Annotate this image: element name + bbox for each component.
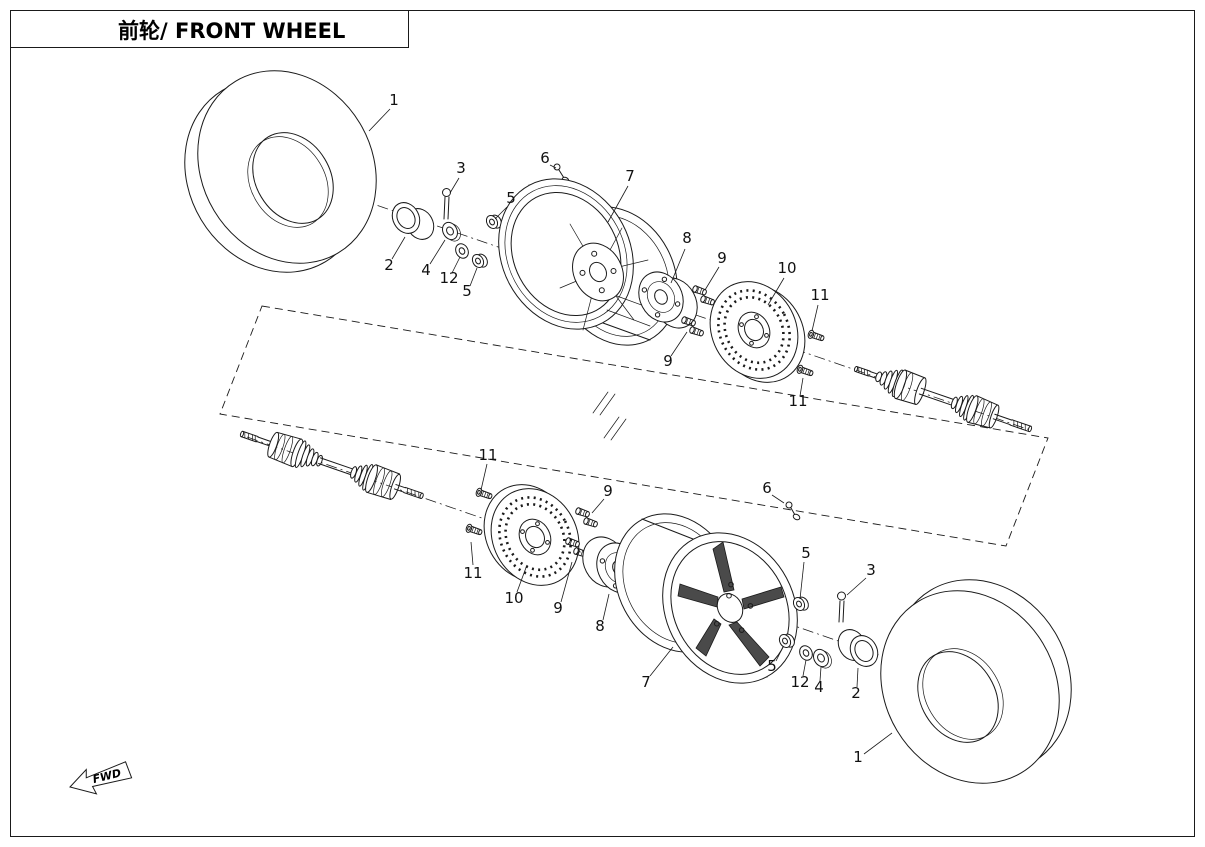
svg-text:4: 4: [421, 261, 431, 279]
wheel-hub-top: [638, 271, 698, 329]
hub-cap-bottom: [837, 629, 879, 667]
svg-text:12: 12: [439, 269, 458, 287]
svg-text:11: 11: [463, 564, 482, 582]
washer-12-bottom: [799, 645, 813, 661]
tire-bottom: [880, 579, 1072, 784]
callout-8-top: 8: [670, 229, 692, 284]
callout-4-top: 4: [421, 239, 446, 279]
callout-7-bottom: 7: [641, 646, 674, 691]
callout-1-bottom: 1: [853, 732, 893, 766]
callouts-bottom: 11 11 10 9 9 8 7 6: [463, 446, 893, 766]
valve-bottom: [785, 501, 801, 521]
callout-8-bottom: 8: [595, 593, 610, 635]
wheel-rim-bottom: [614, 513, 798, 684]
callout-10-bottom: 10: [504, 564, 528, 607]
callout-11b-bottom: 11: [463, 541, 483, 582]
cotter-pin-top: [442, 188, 451, 220]
callout-12-bottom: 12: [790, 659, 810, 691]
svg-text:8: 8: [682, 229, 692, 247]
callout-9a-top: 9: [704, 249, 727, 291]
page-border: [10, 10, 1195, 837]
callout-9b-top: 9: [663, 331, 688, 370]
callout-5a-bottom: 5: [799, 544, 811, 600]
svg-text:2: 2: [851, 684, 861, 702]
washer-4-bottom: [813, 648, 832, 669]
svg-text:10: 10: [777, 259, 796, 277]
callout-5b-top: 5: [462, 267, 478, 300]
svg-text:11: 11: [478, 446, 497, 464]
svg-text:9: 9: [663, 352, 673, 370]
svg-text:5: 5: [462, 282, 472, 300]
callout-4-bottom: 4: [814, 666, 824, 696]
wheel-rim-top: [498, 178, 678, 346]
callout-2-top: 2: [384, 236, 406, 274]
svg-text:3: 3: [866, 561, 876, 579]
svg-text:1: 1: [853, 748, 863, 766]
callout-5a-top: 5: [494, 189, 516, 220]
svg-text:9: 9: [717, 249, 727, 267]
callout-2-bottom: 2: [851, 667, 861, 702]
washer-12-top: [455, 243, 469, 259]
callout-3-bottom: 3: [846, 561, 876, 596]
callout-10-top: 10: [767, 259, 797, 306]
svg-text:10: 10: [504, 589, 523, 607]
svg-text:1: 1: [389, 91, 399, 109]
svg-text:2: 2: [384, 256, 394, 274]
tire-top: [184, 70, 377, 273]
svg-text:5: 5: [801, 544, 811, 562]
page-title: 前轮/ FRONT WHEEL: [118, 19, 345, 43]
svg-text:3: 3: [456, 159, 466, 177]
callout-6-top: 6: [540, 149, 557, 169]
svg-text:11: 11: [788, 392, 807, 410]
axle-shaft-bottom: [239, 430, 424, 501]
svg-text:12: 12: [790, 673, 809, 691]
callout-11a-top: 11: [810, 286, 830, 332]
svg-text:7: 7: [625, 167, 635, 185]
brake-disc-bottom: [483, 484, 580, 586]
callout-9a-bottom: 9: [591, 482, 613, 514]
svg-text:4: 4: [814, 678, 824, 696]
washer-4-top: [442, 221, 461, 242]
svg-text:8: 8: [595, 617, 605, 635]
brake-disc-top: [709, 281, 806, 383]
callout-5b-bottom: 5: [767, 646, 784, 675]
svg-text:9: 9: [553, 599, 563, 617]
cotter-pin-bottom: [837, 591, 846, 623]
callouts-top: 1 2 3 4 5 12 5 6: [368, 91, 830, 410]
title-box: [10, 10, 409, 48]
callout-11a-bottom: 11: [478, 446, 498, 491]
svg-text:6: 6: [540, 149, 550, 167]
callout-12-top: 12: [439, 256, 461, 287]
hub-cap-top: [391, 202, 435, 240]
callout-7-top: 7: [607, 167, 635, 223]
axle-shaft-top: [853, 365, 1033, 433]
callout-3-top: 3: [449, 159, 466, 194]
svg-text:7: 7: [641, 673, 651, 691]
nut-5b-top: [469, 250, 491, 272]
callout-11b-top: 11: [788, 377, 808, 410]
wheel-bottom-spokes: [677, 541, 785, 667]
fwd-arrow: FWD: [69, 761, 133, 795]
svg-text:9: 9: [603, 482, 613, 500]
callout-6-bottom: 6: [762, 479, 785, 504]
svg-text:5: 5: [767, 657, 777, 675]
break-marks: [592, 391, 627, 441]
svg-text:6: 6: [762, 479, 772, 497]
svg-text:11: 11: [810, 286, 829, 304]
callout-9b-bottom: 9: [553, 561, 573, 617]
wheel-top-spokes: [559, 223, 649, 331]
axle-assembly-boundary: [219, 305, 1049, 547]
svg-text:5: 5: [506, 189, 516, 207]
callout-1-top: 1: [368, 91, 399, 132]
